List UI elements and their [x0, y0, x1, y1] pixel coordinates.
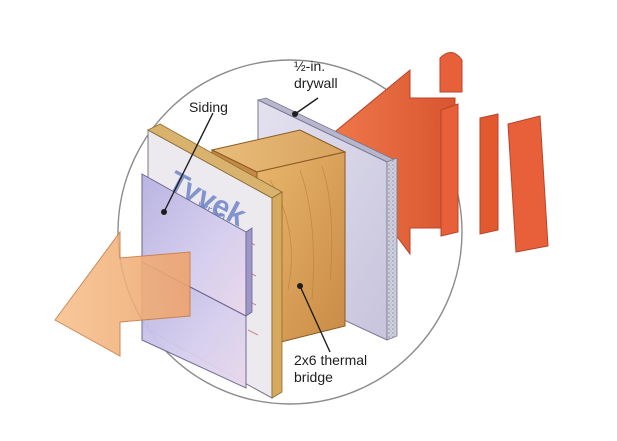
callout-leaders	[161, 97, 331, 353]
stud-label: 2x6 thermal bridge	[294, 352, 367, 386]
heat-out-arrow	[54, 230, 191, 357]
stud-label-line1: 2x6 thermal	[294, 352, 368, 368]
context-circle	[117, 59, 463, 405]
drywall-label-line2: drywall	[294, 75, 338, 91]
stud-label-line2: bridge	[294, 369, 333, 385]
siding-label: Siding	[189, 99, 228, 116]
siding-label-text: Siding	[189, 99, 228, 115]
drywall-label: ½-in. drywall	[294, 58, 338, 92]
drywall-label-line1: ½-in.	[294, 58, 326, 74]
heat-in-arrow	[324, 52, 549, 256]
